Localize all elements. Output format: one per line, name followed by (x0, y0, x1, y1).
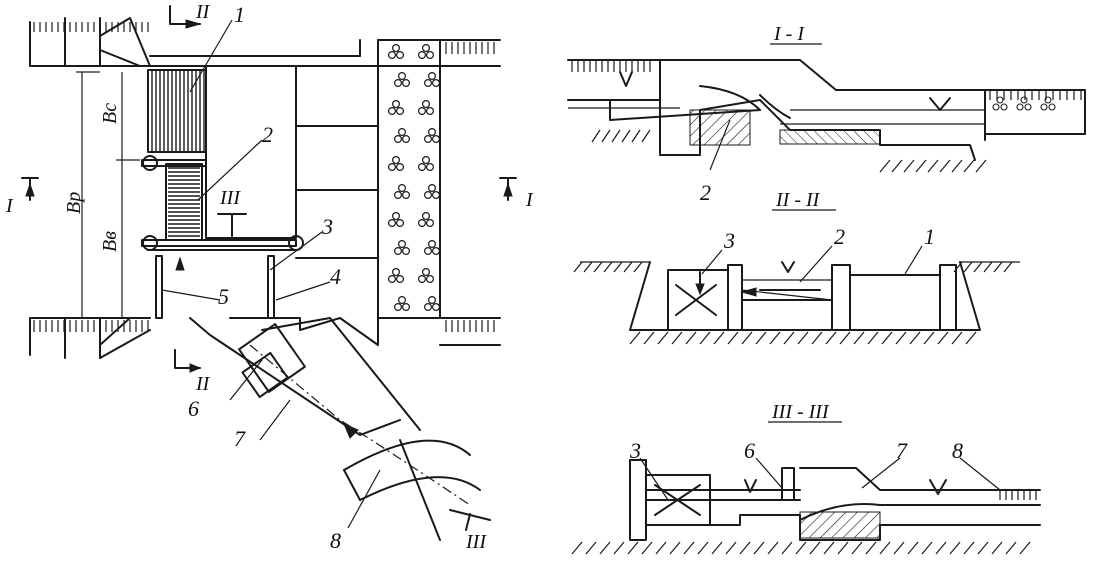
stair-2 (165, 163, 203, 241)
cut-mark-left: I (5, 195, 14, 217)
dim-bb: Bв (99, 231, 121, 252)
s3-callout-8: 8 (952, 438, 963, 463)
callout-8: 8 (330, 528, 341, 553)
cut-mark-right: I (525, 189, 534, 211)
dim-bc: Bc (99, 103, 121, 124)
dim-bp: Bp (63, 192, 85, 214)
chamber-block (205, 65, 297, 239)
s3-callout-3: 3 (629, 438, 641, 463)
section-title-2: II - II (775, 189, 821, 211)
riprap-area (388, 43, 441, 312)
section-1: I - I 2 (567, 23, 1086, 205)
plan-left-bank-bottom (29, 317, 151, 359)
cut-mark-inner: III (219, 187, 241, 209)
s3-callout-7: 7 (896, 438, 908, 463)
callout-6: 6 (188, 396, 199, 421)
section-3: III - III 3 6 7 8 (571, 401, 1041, 555)
callout-1: 1 (234, 2, 245, 27)
dimension-lines (76, 71, 140, 319)
plan-left-bank-top (29, 17, 151, 67)
s2-callout-2: 2 (834, 224, 845, 249)
s3-callout-6: 6 (744, 438, 755, 463)
s2-callout-3: 3 (723, 228, 735, 253)
s1-callout-2: 2 (700, 180, 711, 205)
cut-mark-bottom: II (195, 373, 211, 395)
section-title-1: I - I (773, 23, 805, 45)
section-2: II - II 3 2 1 (573, 189, 1020, 345)
callout-7: 7 (234, 426, 246, 451)
stair-1 (147, 69, 207, 153)
callout-4: 4 (330, 264, 341, 289)
cut-mark-channel-end: III (465, 531, 487, 553)
s2-callout-1: 1 (924, 224, 935, 249)
cut-mark-top: II (195, 1, 211, 23)
section-title-3: III - III (771, 401, 830, 423)
plan-view (21, 5, 517, 541)
callout-5: 5 (218, 284, 229, 309)
plan-labels: 1 2 3 4 5 6 7 8 II II I I III III Bc Bp … (5, 1, 534, 553)
outlet-channel (189, 317, 481, 541)
s2-chamber-3 (667, 269, 729, 331)
callout-2: 2 (262, 122, 273, 147)
callout-3: 3 (321, 214, 333, 239)
